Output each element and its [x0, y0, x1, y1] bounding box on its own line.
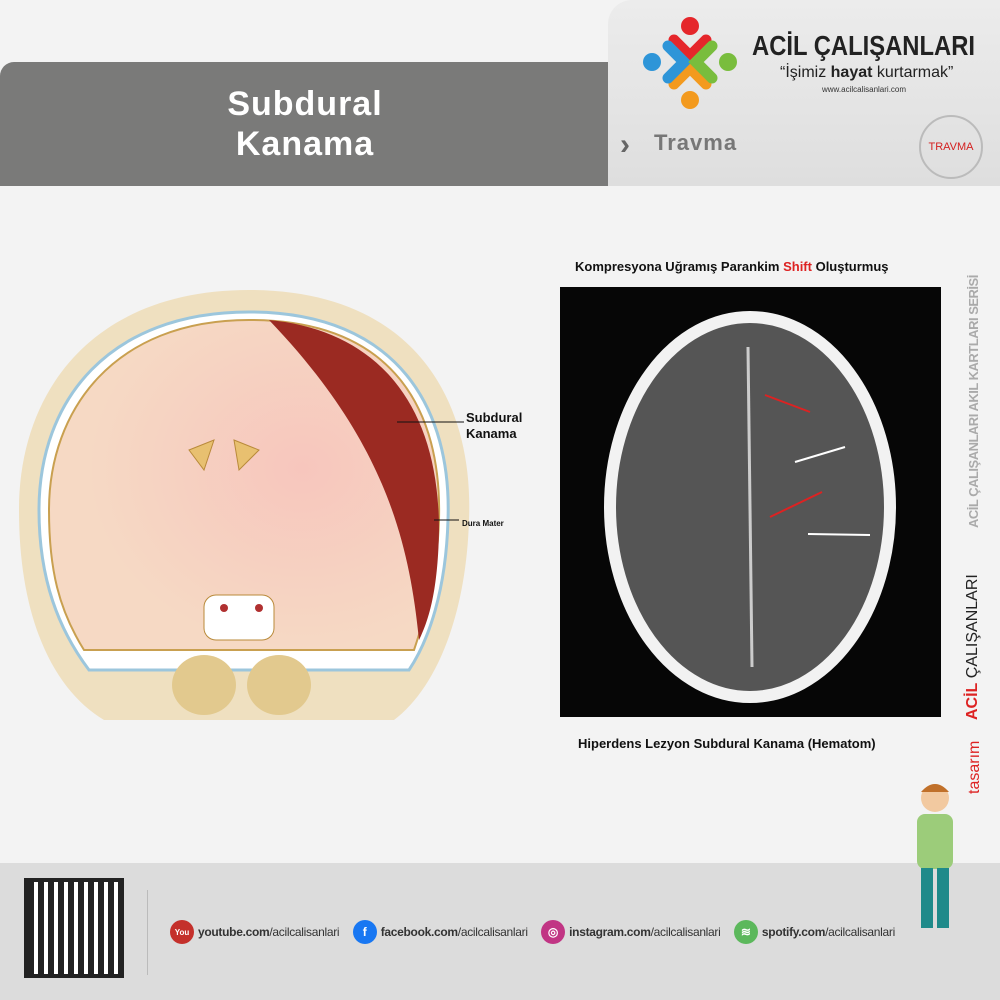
- website-url: www.acilcalisanlari.com: [822, 85, 907, 94]
- brand-name: ACİL ÇALIŞANLARI: [752, 30, 976, 61]
- chevron-right-icon: ›: [620, 128, 630, 161]
- brain-illustration: [19, 290, 470, 720]
- spotify-icon: ≋: [733, 920, 758, 944]
- title-bar: [0, 62, 610, 186]
- qr-code: [24, 878, 124, 978]
- footer: [0, 863, 1000, 1000]
- series-label: ACİL ÇALIŞANLARI AKIL KARTLARI SERİSİ: [966, 275, 981, 528]
- ct-caption-top: Kompresyona Uğramış Parankim Shift Oluşt…: [575, 259, 889, 274]
- instagram-link[interactable]: ◎instagram.com/acilcalisanlari: [541, 920, 721, 944]
- facebook-icon: f: [352, 920, 377, 944]
- category-label: Travma: [654, 130, 738, 155]
- title-line-1: Subdural: [227, 85, 383, 123]
- footer-divider: [147, 890, 148, 975]
- instagram-icon: ◎: [541, 920, 566, 944]
- brand-logo-icon: [643, 17, 737, 109]
- doctor-character-icon: [917, 784, 953, 928]
- title-line-2: Kanama: [235, 125, 375, 163]
- dura-mater-label: Dura Mater: [462, 519, 504, 528]
- ct-scan-image: [560, 287, 941, 717]
- category-badge: TRAVMA: [919, 115, 983, 179]
- youtube-icon: You: [170, 920, 194, 944]
- slogan: “İşimiz hayat kurtarmak”: [780, 64, 954, 81]
- side-tasarim: tasarım: [966, 740, 983, 794]
- ct-caption-bottom: Hiperdens Lezyon Subdural Kanama (Hemato…: [578, 736, 876, 751]
- side-brand: ACİL ÇALIŞANLARI: [964, 574, 981, 720]
- spotify-link[interactable]: ≋spotify.com/acilcalisanlari: [733, 920, 895, 944]
